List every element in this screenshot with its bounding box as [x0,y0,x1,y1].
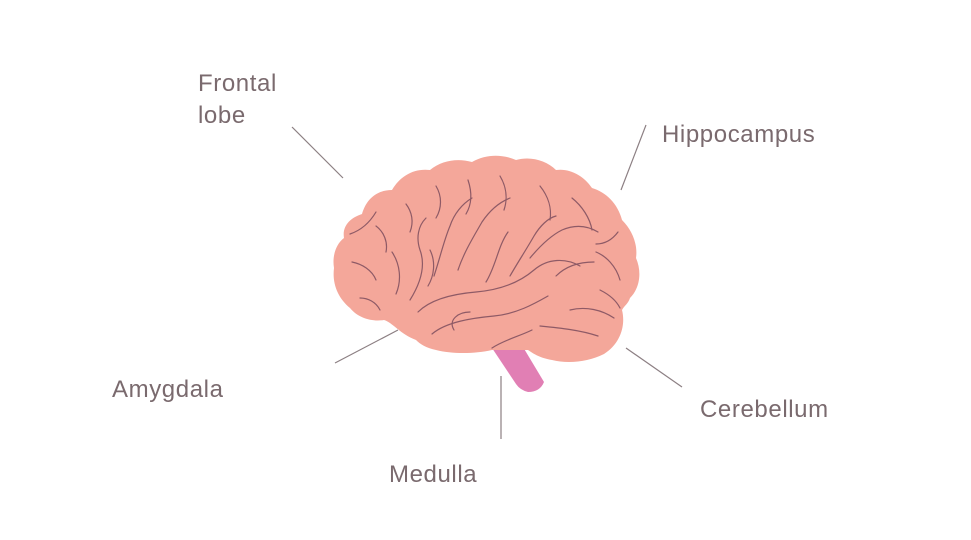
label-frontal-lobe-line-2: lobe [198,102,246,129]
leader-line-frontal-lobe [291,126,344,179]
label-cerebellum: Cerebellum [700,396,829,423]
label-medulla: Medulla [389,461,478,488]
leader-lines [291,124,683,439]
leader-line-cerebellum [625,347,683,388]
label-frontal-lobe: Frontal lobe [198,68,277,132]
label-frontal-lobe-line-1: Frontal [198,70,277,97]
label-amygdala: Amygdala [112,376,224,403]
label-hippocampus: Hippocampus [662,121,816,148]
leader-line-hippocampus [620,124,647,191]
brain-folds [349,175,621,349]
leader-line-amygdala [334,329,399,364]
brainstem-shape [492,342,544,392]
cerebrum-shape [333,155,640,362]
